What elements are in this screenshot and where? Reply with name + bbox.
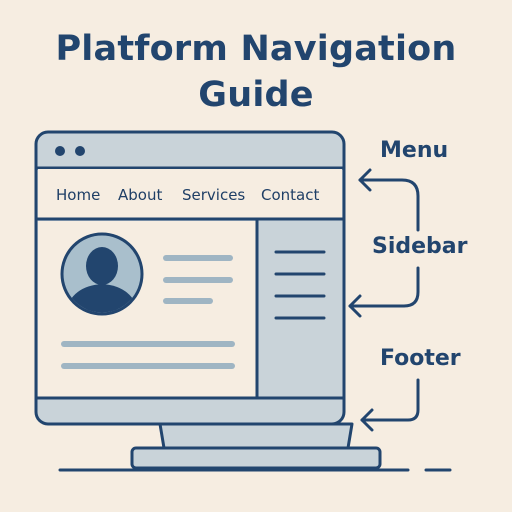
callout-menu: Menu bbox=[380, 138, 449, 163]
nav-item-about[interactable]: About bbox=[118, 186, 163, 204]
user-avatar-icon bbox=[60, 232, 144, 316]
sidebar-arrow-icon bbox=[348, 266, 420, 318]
callout-sidebar: Sidebar bbox=[372, 234, 468, 259]
page-title-line-2: Guide bbox=[198, 75, 314, 115]
monitor-stand bbox=[130, 422, 382, 470]
sidebar-lines bbox=[274, 250, 326, 320]
window-dot-icon bbox=[55, 146, 65, 156]
nav-bar bbox=[38, 169, 342, 219]
browser-top-bar bbox=[36, 146, 344, 170]
nav-item-home[interactable]: Home bbox=[56, 186, 101, 204]
nav-item-contact[interactable]: Contact bbox=[261, 186, 320, 204]
text-placeholder-lines bbox=[61, 255, 235, 369]
menu-arrow-icon bbox=[358, 168, 420, 232]
sidebar-panel bbox=[258, 221, 342, 397]
footer-arrow-icon bbox=[360, 378, 420, 432]
callout-footer: Footer bbox=[380, 346, 461, 371]
page-title: Platform Navigation bbox=[55, 29, 457, 69]
window-dot-icon bbox=[75, 146, 85, 156]
nav-item-services[interactable]: Services bbox=[182, 186, 246, 204]
